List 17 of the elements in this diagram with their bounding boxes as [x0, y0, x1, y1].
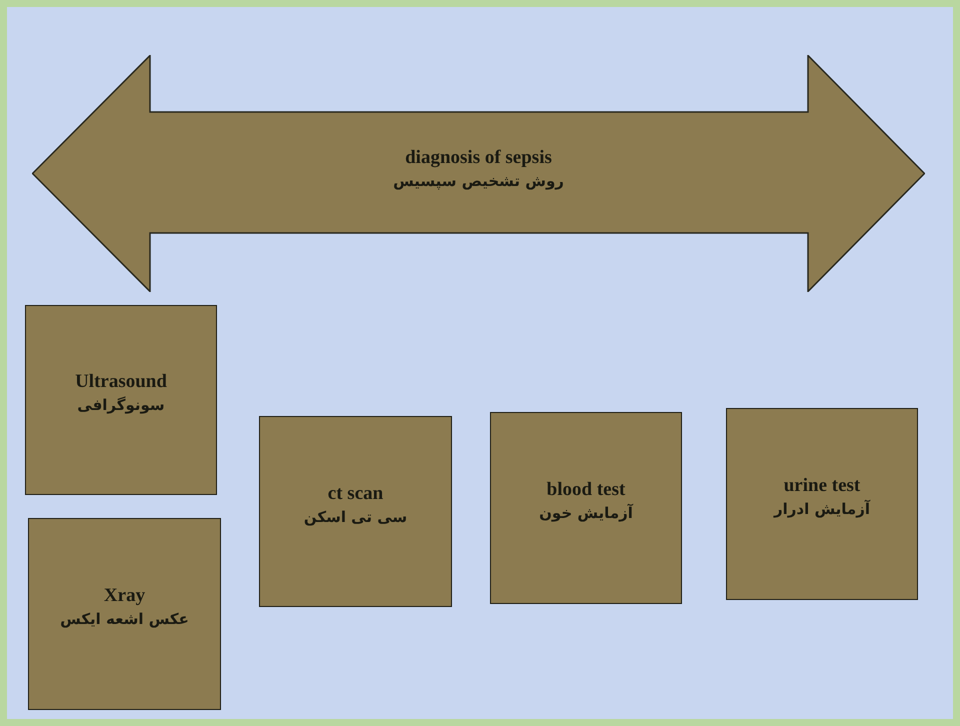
english-label: urine test — [784, 474, 860, 498]
text-box — [490, 412, 682, 604]
persian-label: سی تی اسکن — [304, 506, 408, 528]
persian-label: عکس اشعه ایکس — [60, 609, 189, 630]
english-label: Ultrasound — [75, 370, 167, 394]
english-label: diagnosis of sepsis — [405, 146, 552, 170]
english-label: ct scan — [328, 482, 384, 506]
persian-label: روش تشخیص سپسیس — [393, 170, 564, 192]
persian-label: آزمایش خون — [539, 502, 633, 524]
english-label: blood test — [546, 478, 626, 502]
persian-label: آزمایش ادرار — [774, 498, 870, 520]
text-box — [28, 518, 221, 710]
text-box — [259, 416, 452, 607]
text-box — [726, 408, 918, 600]
persian-label: سونوگرافی — [77, 395, 165, 416]
text-box — [25, 305, 217, 495]
english-label: Xray — [104, 584, 146, 608]
